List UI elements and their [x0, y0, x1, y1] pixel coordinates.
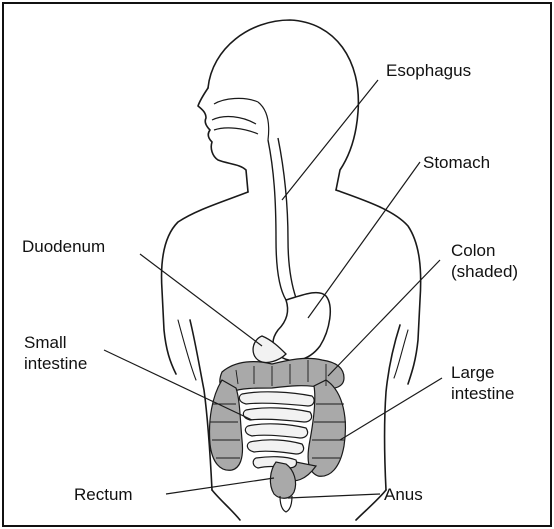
label-duodenum: Duodenum — [22, 236, 105, 257]
leader-esophagus — [282, 80, 378, 200]
label-esophagus-text: Esophagus — [386, 60, 471, 81]
mouth-nasal-cavity — [212, 98, 269, 140]
leader-rectum — [166, 478, 274, 494]
label-rectum-text: Rectum — [74, 484, 133, 505]
label-colon-line1: Colon — [451, 240, 518, 261]
label-large-intestine: Large intestine — [451, 362, 514, 404]
label-duodenum-text: Duodenum — [22, 236, 105, 257]
label-stomach-text: Stomach — [423, 152, 490, 173]
label-esophagus: Esophagus — [386, 60, 471, 81]
label-colon: Colon (shaded) — [451, 240, 518, 282]
leader-colon — [328, 260, 440, 376]
label-small-intestine-line1: Small — [24, 332, 87, 353]
label-colon-line2: (shaded) — [451, 261, 518, 282]
small-intestine — [239, 392, 314, 468]
label-large-intestine-line1: Large — [451, 362, 514, 383]
label-small-intestine-line2: intestine — [24, 353, 87, 374]
label-rectum: Rectum — [74, 484, 133, 505]
leader-duodenum — [140, 254, 262, 346]
esophagus — [268, 138, 296, 300]
label-large-intestine-line2: intestine — [451, 383, 514, 404]
leader-stomach — [308, 162, 420, 318]
leader-anus — [288, 494, 380, 498]
label-small-intestine: Small intestine — [24, 332, 87, 374]
leader-large-intestine — [340, 378, 442, 440]
label-stomach: Stomach — [423, 152, 490, 173]
label-anus: Anus — [384, 484, 423, 505]
label-anus-text: Anus — [384, 484, 423, 505]
